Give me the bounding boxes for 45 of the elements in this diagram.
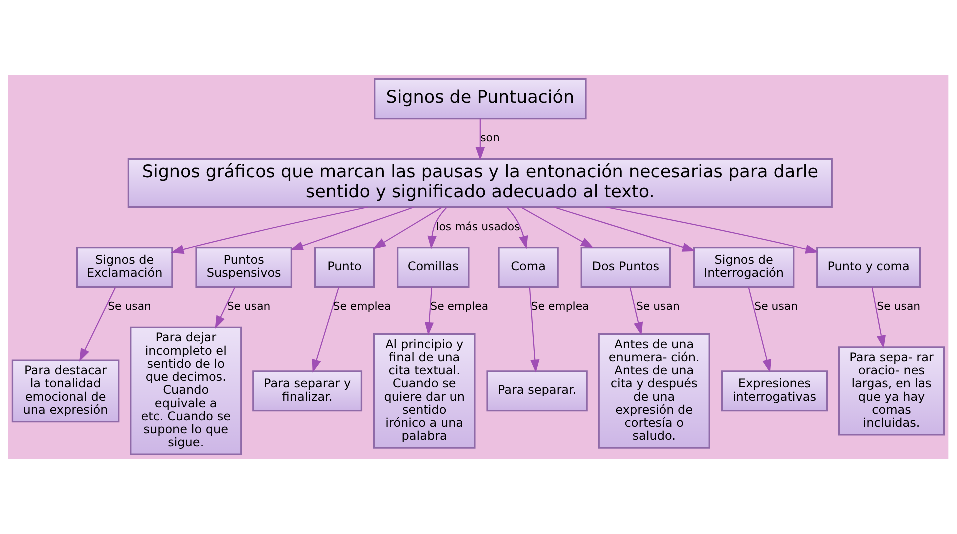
arrow — [215, 287, 236, 330]
edge-label: Se usan — [227, 300, 271, 314]
node-box: Comillas — [397, 247, 470, 288]
node-box: Antes de una enumera- ción. Antes de una cita y después de una expresión de cortesía o saludo. — [598, 333, 710, 449]
arrow — [424, 288, 434, 336]
edge-label: los más usados — [436, 220, 520, 234]
edge-label: Se usan — [754, 300, 798, 314]
edge-label: Se usan — [108, 300, 152, 314]
node-box: Dos Puntos — [580, 247, 672, 288]
edge-label: Se usan — [636, 300, 680, 314]
node-box: Para dejar incompleto el sentido de lo que decimos. Cuando equivale a etc. Cuando se supone lo que sigue. — [130, 326, 242, 456]
edge-label: Se usan — [877, 300, 921, 314]
node-box: Para destacar la tonalidad emocional de una expresión — [12, 360, 120, 423]
arrow — [630, 287, 644, 336]
arrow — [428, 207, 448, 250]
arrow — [529, 288, 540, 373]
node-box: Para sepa- rar oracio- nes largas, en las que ya hay comas incluidas. — [838, 346, 946, 436]
node-box: Signos de Interrogación — [693, 247, 795, 288]
arrow — [80, 287, 116, 362]
node-box: Coma — [498, 247, 559, 288]
arrow — [554, 206, 696, 252]
arrow — [312, 287, 340, 373]
node-box: Para separar. — [486, 370, 588, 412]
edge-label: son — [480, 132, 500, 145]
node-box: Expresiones interrogativas — [721, 370, 828, 412]
arrow — [521, 207, 594, 248]
node-box: Signos gráficos que marcan las pausas y la entonación necesarias para darle sentido y significado adecuado al texto. — [128, 158, 833, 208]
arrow — [290, 206, 414, 250]
edge-label: Se emplea — [531, 300, 590, 314]
edge-label: Se emplea — [333, 300, 392, 314]
edge-label: Se emplea — [430, 300, 489, 314]
node-box: Signos de Exclamación — [76, 247, 174, 288]
node-box: Puntos Suspensivos — [196, 247, 293, 288]
arrow — [748, 287, 772, 373]
arrow — [606, 206, 819, 254]
arrow — [506, 207, 528, 250]
node-box: Punto — [314, 247, 376, 288]
arrow — [872, 288, 886, 349]
node-box: Signos de Puntuación — [374, 78, 587, 120]
arrow — [373, 207, 443, 250]
arrow — [476, 118, 486, 161]
node-box: Al principio y final de una cita textual. Cuando se quiere dar un sentido irónico a una palabra — [373, 333, 476, 449]
node-box: Para separar y finalizar. — [252, 370, 363, 412]
arrow — [170, 206, 368, 254]
node-box: Punto y coma — [816, 247, 922, 288]
